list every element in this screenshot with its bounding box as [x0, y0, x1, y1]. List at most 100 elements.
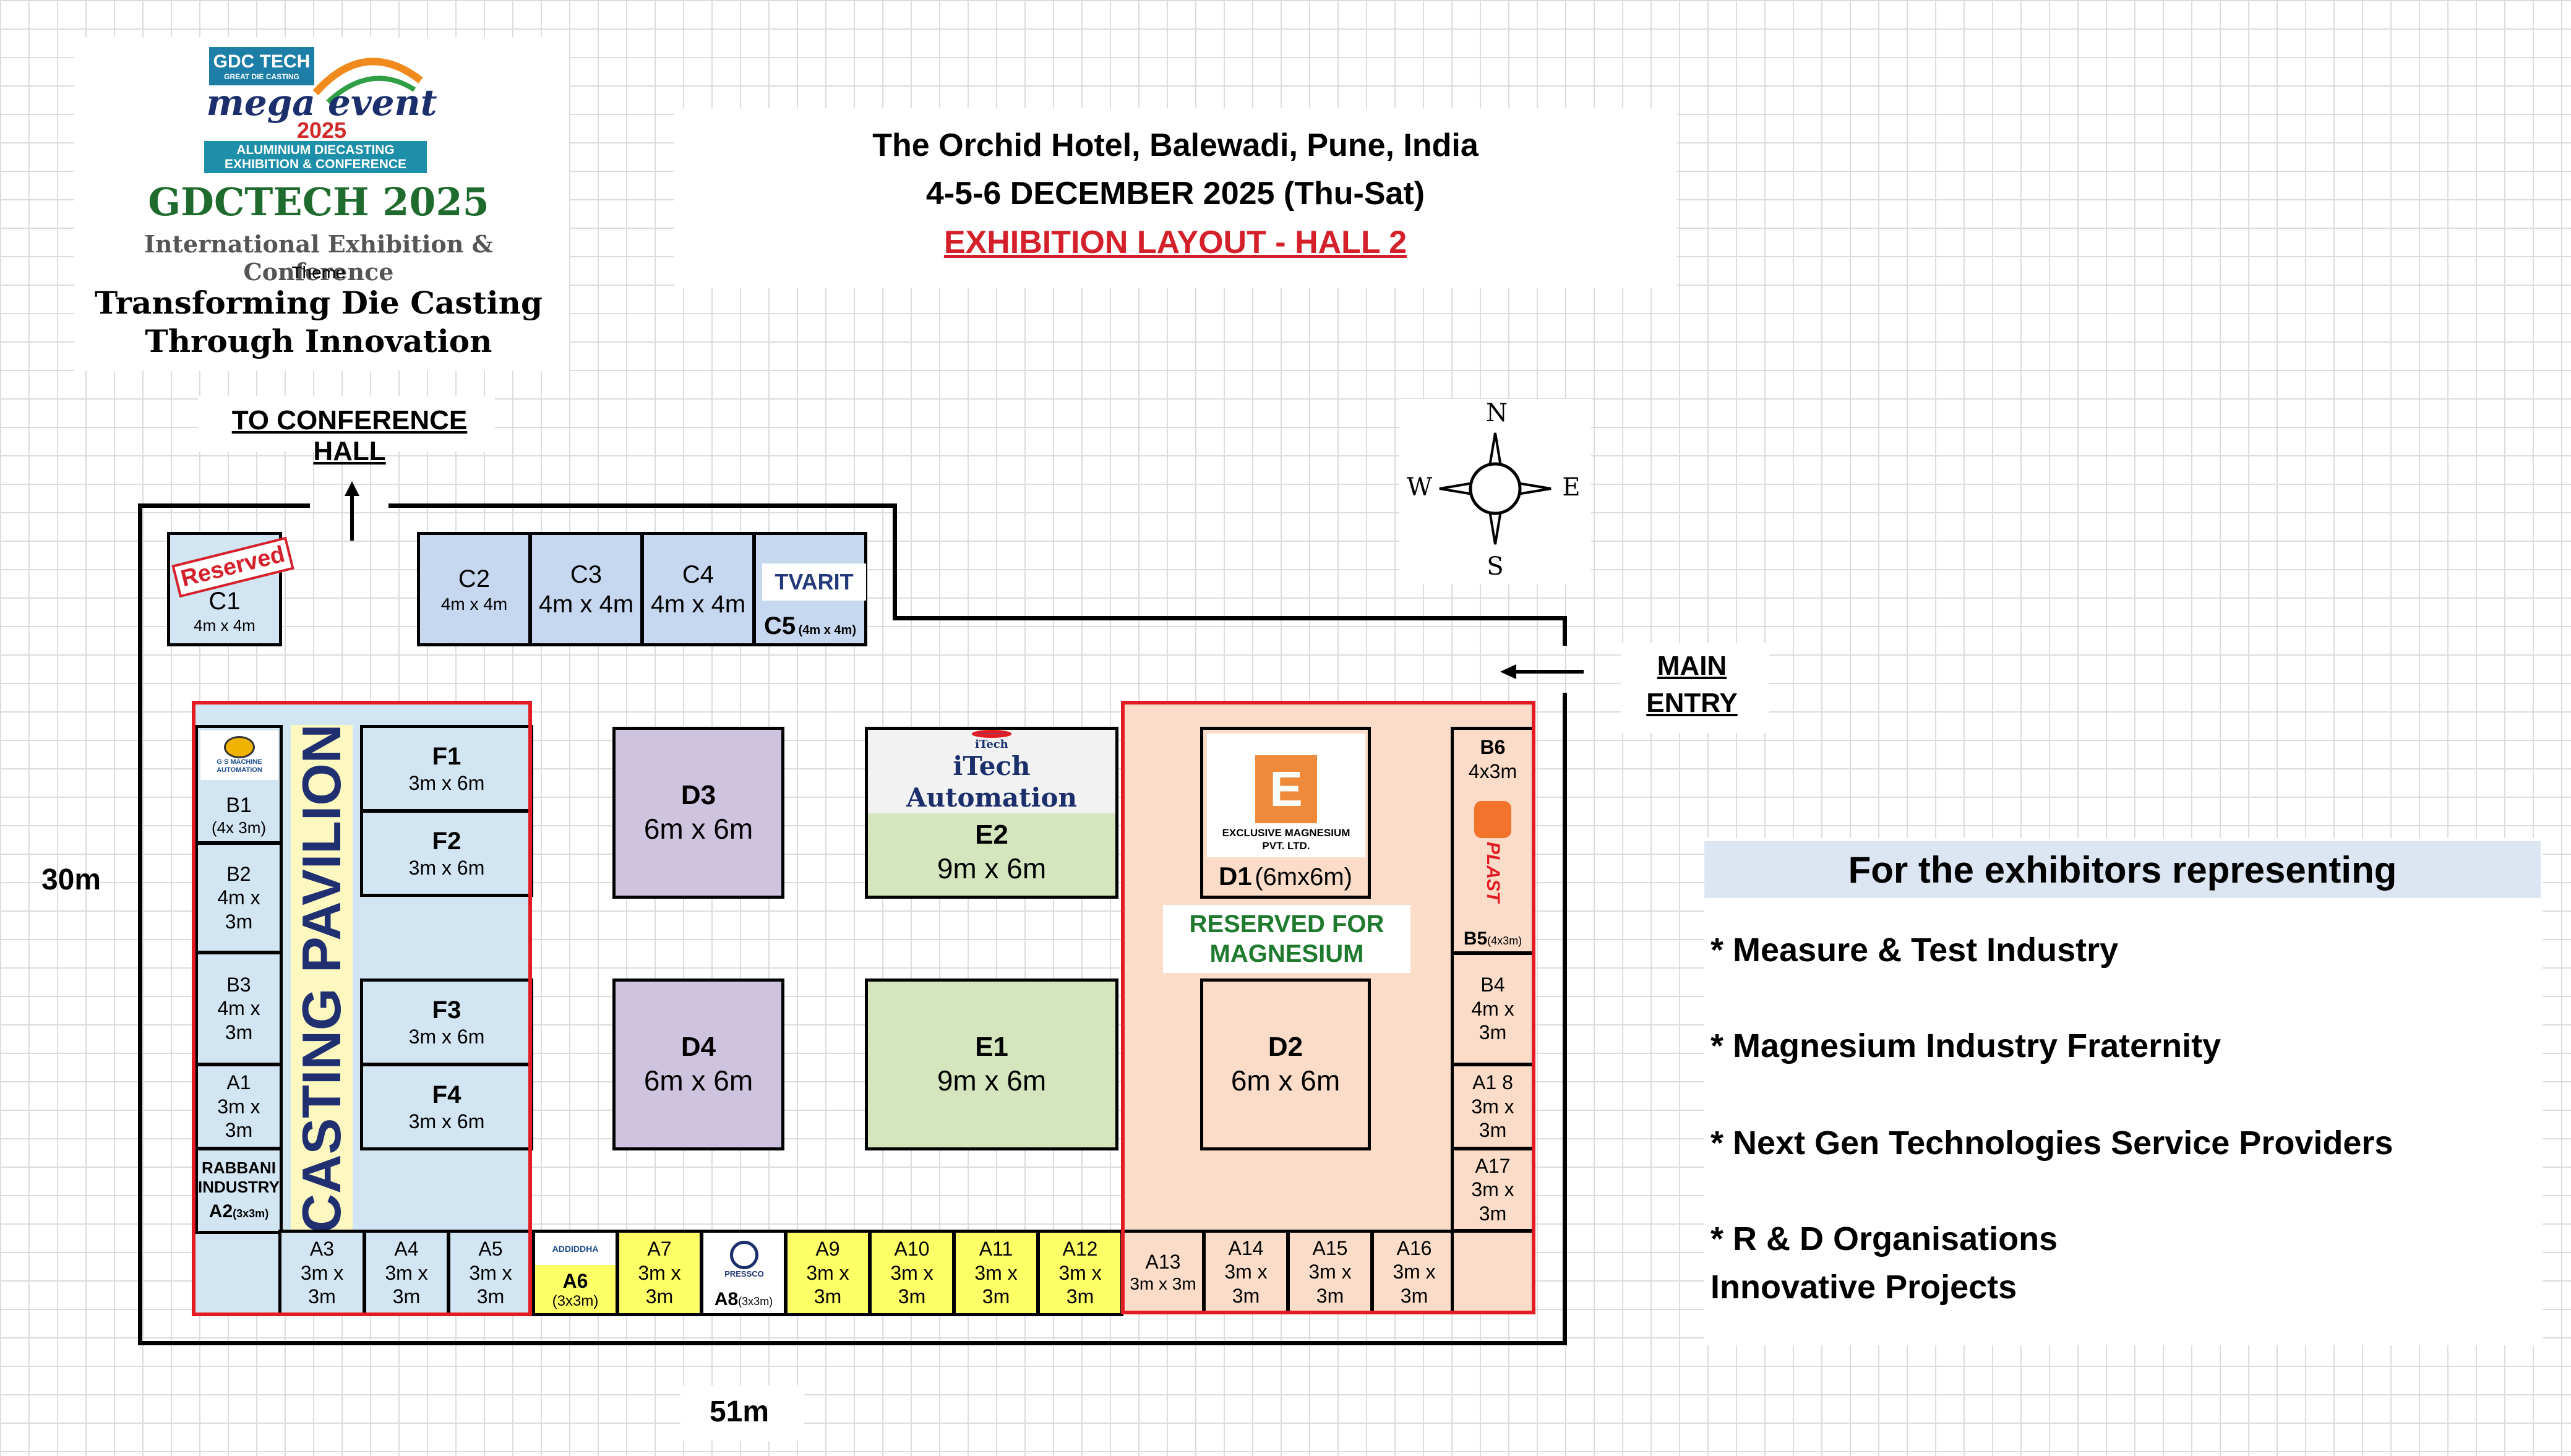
pressco-logo-text: PRESSCO [724, 1269, 764, 1279]
booth-a1-size-2: 3m [225, 1119, 253, 1142]
booth-f2[interactable]: F2 3m x 6m [360, 810, 533, 897]
booth-a7-name: A7 [647, 1238, 672, 1261]
booth-b2-size-1: 4m x [217, 886, 260, 909]
booth-a15-size-1: 3m x [1308, 1261, 1352, 1283]
panel-item-1: * Measure & Test Industry [1710, 931, 2119, 969]
booth-a2[interactable]: RABBANI INDUSTRY A2(3x3m) [195, 1147, 283, 1234]
booth-a2-size: (3x3m) [233, 1207, 269, 1220]
gs-logo-text: G S MACHINE AUTOMATION [217, 758, 262, 774]
itech-logo-text: iTech Automation [906, 751, 1078, 813]
theme-line-1: Transforming Die Casting [95, 285, 543, 321]
booth-a13-name: A13 [1145, 1250, 1181, 1273]
booth-a9-size-1: 3m x [806, 1261, 849, 1284]
logo-badge-sub: GREAT DIE CASTING [224, 72, 299, 81]
booth-a3-name: A3 [309, 1238, 335, 1261]
booth-d1[interactable]: E EXCLUSIVE MAGNESIUM PVT. LTD. D1 (6mx6… [1200, 727, 1371, 899]
booth-b2-size-2: 3m [225, 910, 253, 933]
em-logo-text-2: PVT. LTD. [1262, 839, 1310, 852]
booth-a12-size-1: 3m x [1058, 1261, 1102, 1284]
booth-a11-name: A11 [979, 1238, 1013, 1261]
info-panel-title: For the exhibitors representing [1704, 841, 2541, 898]
booth-a10[interactable]: A10 3m x 3m [869, 1230, 955, 1316]
panel-item-5: Innovative Projects [1710, 1269, 2017, 1306]
booth-b3-name: B3 [226, 973, 251, 996]
booth-a8-name: A8 [714, 1289, 739, 1309]
compass-e: E [1562, 473, 1581, 502]
booth-a17-name: A17 [1475, 1154, 1511, 1177]
booth-e1-name: E1 [975, 1032, 1008, 1062]
booth-c5[interactable]: TVARIT C5 (4m x 4m) [753, 532, 867, 646]
wall-step-h [893, 616, 1567, 620]
logo-band: ALUMINIUM DIECASTING EXHIBITION & CONFER… [204, 141, 427, 173]
booth-a16-name: A16 [1396, 1236, 1432, 1259]
booth-b3[interactable]: B3 4m x 3m [195, 951, 283, 1066]
booth-a7[interactable]: A7 3m x 3m [616, 1230, 703, 1316]
booth-a3-size-2: 3m [308, 1285, 336, 1308]
itech-logo-top: iTech [975, 737, 1008, 751]
compass: N S W E [1399, 399, 1591, 585]
reserved-line-2: MAGNESIUM [1209, 940, 1364, 967]
booth-d4-name: D4 [680, 1032, 716, 1062]
em-logo: E EXCLUSIVE MAGNESIUM PVT. LTD. [1207, 734, 1365, 857]
entry-arrow-icon [1500, 664, 1516, 679]
reserved-for-magnesium: RESERVED FOR MAGNESIUM [1163, 905, 1410, 973]
conference-arrow-shaft [350, 494, 354, 541]
compass-w: W [1407, 473, 1433, 502]
wall-bottom [138, 1341, 1567, 1345]
addiddha-logo-text: ADDIDDHA [552, 1243, 599, 1254]
plast-logo-text: PLAST [1483, 841, 1503, 903]
booth-a11[interactable]: A11 3m x 3m [953, 1230, 1039, 1316]
booth-f4-name: F4 [432, 1081, 461, 1109]
booth-b3-size-1: 4m x [217, 997, 260, 1020]
em-logo-icon: E [1255, 755, 1317, 824]
booth-c5-name: C5 [764, 612, 796, 640]
itech-logo: iTech iTech Automation [868, 730, 1115, 813]
booth-d4[interactable]: D4 6m x 6m [612, 979, 784, 1150]
booth-a8[interactable]: PRESSCO A8(3x3m) [700, 1230, 787, 1316]
booth-a1-size-1: 3m x [217, 1095, 260, 1118]
compass-rose-icon [1439, 432, 1552, 545]
booth-b1[interactable]: G S MACHINE AUTOMATION B1 (4x 3m) [195, 725, 283, 844]
width-dimension-bg [680, 1385, 804, 1441]
booth-f1-size: 3m x 6m [408, 772, 485, 795]
main-entry-2: ENTRY [1646, 688, 1738, 718]
logo-badge-text: GDC TECH [213, 51, 311, 72]
booth-c3-size: 4m x 4m [538, 590, 634, 618]
booth-a9[interactable]: A9 3m x 3m [784, 1230, 871, 1316]
booth-c2-name: C2 [458, 565, 491, 593]
booth-f3-size: 3m x 6m [408, 1026, 485, 1048]
logo-swoosh-icon [312, 58, 423, 104]
main-entry-bg [1621, 643, 1769, 733]
booth-a14-name: A14 [1228, 1236, 1264, 1259]
booth-c2[interactable]: C2 4m x 4m [417, 532, 531, 646]
booth-c1[interactable]: Reserved C1 4m x 4m [167, 532, 294, 646]
booth-a1-name: A1 [226, 1071, 251, 1094]
booth-c3[interactable]: C3 4m x 4m [529, 532, 643, 646]
booth-e1[interactable]: E1 9m x 6m [865, 979, 1118, 1150]
booth-e2[interactable]: iTech iTech Automation E2 9m x 6m [865, 727, 1118, 899]
logo-badge: GDC TECH GREAT DIE CASTING [209, 47, 314, 85]
booth-a6[interactable]: ADDIDDHA A6 (3x3m) [532, 1230, 619, 1316]
height-dimension: 30m [41, 863, 101, 896]
org-name: GDCTECH 2025 [148, 179, 489, 225]
panel-item-3: * Next Gen Technologies Service Provider… [1710, 1124, 2393, 1162]
event-logo: GDC TECH GREAT DIE CASTING mega event 20… [204, 43, 439, 173]
org-subtitle: International Exhibition & Conference [144, 230, 493, 286]
wall-right-lower [1563, 693, 1567, 1345]
booth-a12[interactable]: A12 3m x 3m [1037, 1230, 1123, 1316]
wall-step-v [893, 503, 897, 620]
booth-d2[interactable]: D2 6m x 6m [1200, 979, 1371, 1150]
booth-f4[interactable]: F4 3m x 6m [360, 1063, 533, 1150]
main-entry-1: MAIN [1657, 651, 1727, 681]
booth-c2-size: 4m x 4m [440, 594, 508, 614]
booth-a7-size-2: 3m [645, 1285, 674, 1308]
entry-arrow-shaft [1516, 670, 1584, 674]
booth-b4[interactable]: B4 4m x 3m [1451, 952, 1535, 1066]
booth-a10-size-1: 3m x [890, 1261, 934, 1284]
booth-d3[interactable]: D3 6m x 6m [612, 727, 784, 899]
wall-top-left [138, 503, 310, 508]
booth-d4-size: 6m x 6m [643, 1064, 753, 1097]
booth-b2[interactable]: B2 4m x 3m [195, 842, 283, 954]
logo-event: mega event [206, 82, 437, 124]
booth-c4[interactable]: C4 4m x 4m [641, 532, 755, 646]
